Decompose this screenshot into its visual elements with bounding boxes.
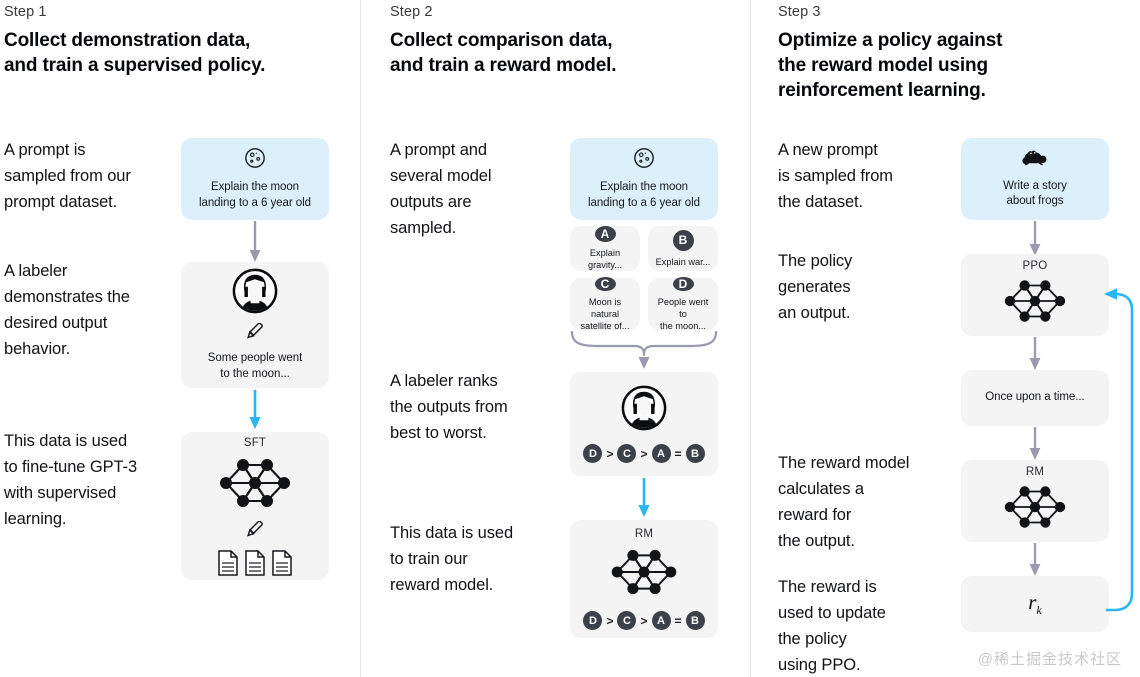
step-2-rm-ranking-row: D > C > A = B [583,611,705,630]
rm-rank-op-1: > [606,613,614,628]
step-3-output-caption: Once upon a time... [985,391,1085,404]
step-3-ppo-title: PPO [1022,259,1048,272]
step-3-paragraph-4: The reward is used to update the policy … [778,578,886,674]
step-1-column: Step 1 Collect demonstration data, and t… [0,0,360,677]
neural-network-icon [1001,482,1069,537]
labeler-avatar-icon [621,385,667,436]
pencil-icon [245,322,265,346]
rm-rank-pill-b: B [685,611,705,630]
arrow-gray-1 [246,221,264,268]
arrow-gray-3 [1026,337,1044,376]
step-2-option-d[interactable]: D People went to the moon... [648,276,718,331]
step-3-title: Optimize a policy against the reward mod… [778,28,1118,103]
rank-pill-d: D [583,444,603,463]
labeler-avatar-icon [232,268,278,319]
step-2-title: Collect comparison data, and train a rew… [390,28,720,78]
rank-pill-c: C [617,444,637,463]
column-divider-2 [750,0,751,677]
step-2-prompt-caption: Explain the moon landing to a 6 year old [587,181,700,209]
option-c-text: Moon is natural satellite of... [580,296,630,331]
option-b-pill: B [672,229,694,251]
rank-op-2: > [640,446,648,461]
frog-icon [1021,149,1049,174]
neural-network-icon [216,454,294,517]
option-b-text: Explain war... [655,256,711,267]
step-3-ppo-box[interactable]: PPO [961,254,1109,336]
arrow-gray-5 [1026,543,1044,582]
step-3-paragraph-2: The policy generates an output. [778,252,853,322]
rm-rank-pill-c: C [617,611,637,630]
step-3-column: Step 3 Optimize a policy against the rew… [750,0,1140,677]
step-1-title-line-2: and train a supervised policy. [4,55,266,76]
rm-rank-pill-a: A [651,611,671,630]
step-1-demonstration-box[interactable]: Some people went to the moon... [181,262,329,388]
option-a-text: Explain gravity... [587,248,623,270]
step-1-title: Collect demonstration data, and train a … [4,28,334,78]
step-2-prompt-box[interactable]: Explain the moon landing to a 6 year old [570,138,718,220]
arrow-blue-1 [246,390,264,435]
column-divider-1 [360,0,361,677]
step-1-paragraph-3: This data is used to fine-tune GPT-3 wit… [4,432,138,528]
step-3-reward-box[interactable]: rk [961,576,1109,632]
step-1-prompt-box[interactable]: Explain the moon landing to a 6 year old [181,138,329,220]
step-1-label: Step 1 [4,4,47,20]
moon-icon [633,147,655,174]
step-2-label: Step 2 [390,4,433,20]
step-2-rm-title: RM [634,528,654,540]
step-2-paragraph-2: A labeler ranks the outputs from best to… [390,372,508,442]
rank-op-3: = [674,446,682,461]
rm-rank-pill-d: D [583,611,603,630]
option-d-text: People went to the moon... [657,296,709,331]
step-1-paragraph-1: A prompt is sampled from our prompt data… [4,141,131,211]
arrow-blue-feedback-loop [1102,286,1140,621]
step-1-demonstration-caption: Some people went to the moon... [207,352,303,380]
rank-pill-b: B [685,444,705,463]
step-2-column: Step 2 Collect comparison data, and trai… [360,0,750,677]
step-2-title-line-2: and train a reward model. [390,55,617,76]
arrow-gray-2 [1026,221,1044,262]
step-3-paragraph-1: A new prompt is sampled from the dataset… [778,141,893,211]
rank-pill-a: A [651,444,671,463]
step-3-output-box[interactable]: Once upon a time... [961,370,1109,426]
arrow-gray-4 [1026,427,1044,466]
step-2-paragraph-3: This data is used to train our reward mo… [390,524,514,594]
arrow-brace-gray [568,330,720,376]
reward-symbol: rk [1028,589,1042,618]
option-d-pill: D [672,276,694,291]
step-2-labeler-ranking-box[interactable]: D > C > A = B [570,372,718,476]
step-3-title-line-2: the reward model using [778,55,988,76]
step-1-title-line-1: Collect demonstration data, [4,30,251,51]
step-1-sft-box[interactable]: SFT [181,432,329,580]
step-3-paragraph-3: The reward model calculates a reward for… [778,454,910,550]
step-3-label: Step 3 [778,4,821,20]
neural-network-icon [608,545,680,604]
step-3-prompt-caption: Write a story about frogs [1003,179,1067,208]
step-2-option-c[interactable]: C Moon is natural satellite of... [570,276,640,331]
step-2-rm-box[interactable]: RM [570,520,718,638]
step-2-option-b[interactable]: B Explain war... [648,226,718,271]
step-3-title-line-1: Optimize a policy against [778,30,1003,51]
step-1-sft-title: SFT [243,436,267,449]
arrow-blue-2 [635,478,653,523]
rank-op-1: > [606,446,614,461]
step-2-option-a[interactable]: A Explain gravity... [570,226,640,271]
pencil-icon [245,519,265,544]
neural-network-icon [1001,276,1069,331]
option-c-pill: C [594,276,616,291]
option-a-pill: A [594,226,616,242]
step-3-title-line-3: reinforcement learning. [778,80,986,101]
step-2-title-line-1: Collect comparison data, [390,30,613,51]
documents-icon [217,549,293,576]
step-3-rm-box[interactable]: RM [961,460,1109,542]
step-3-prompt-box[interactable]: Write a story about frogs [961,138,1109,220]
step-1-prompt-caption: Explain the moon landing to a 6 year old [198,181,311,209]
step-1-paragraph-2: A labeler demonstrates the desired outpu… [4,262,130,358]
step-2-ranking-row: D > C > A = B [583,444,705,463]
step-3-rm-title: RM [1025,465,1045,478]
step-2-paragraph-1: A prompt and several model outputs are s… [390,141,492,237]
moon-icon [244,147,266,174]
rm-rank-op-2: > [640,613,648,628]
rm-rank-op-3: = [674,613,682,628]
watermark: @稀土掘金技术社区 [977,651,1122,668]
